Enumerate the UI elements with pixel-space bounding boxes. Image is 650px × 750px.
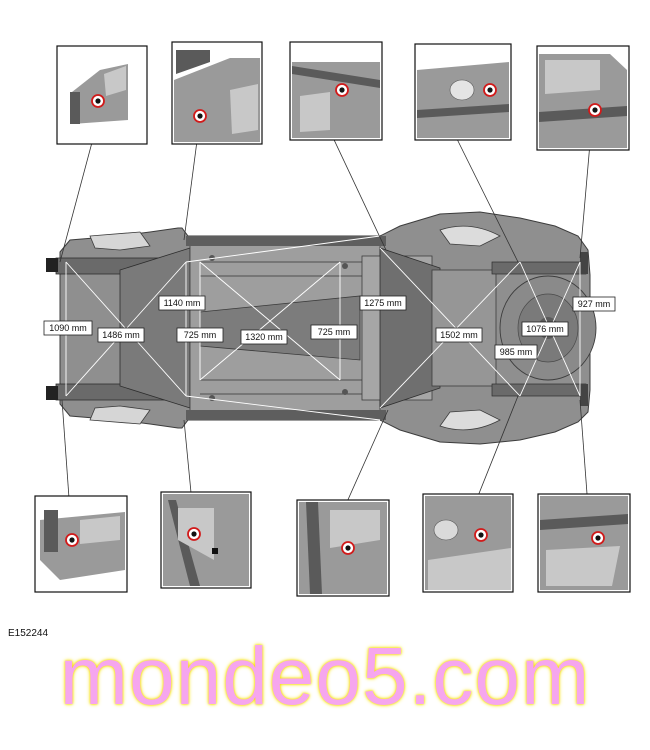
reference-hole-icon <box>588 103 602 117</box>
dimension-text: 725 mm <box>318 327 351 337</box>
dimension-label-927: 927 mm <box>572 296 616 312</box>
reference-hole-icon <box>65 533 79 547</box>
inset-front-left-floor <box>171 41 263 145</box>
inset-rear-right-rail <box>537 493 631 593</box>
reference-hole-icon <box>483 83 497 97</box>
reference-hole-icon <box>591 531 605 545</box>
reference-hole-icon <box>335 83 349 97</box>
reference-hole-icon <box>474 528 488 542</box>
dimension-label-1502: 1502 mm <box>435 327 483 343</box>
reference-hole-icon <box>193 109 207 123</box>
dimension-text: 1320 mm <box>245 332 283 342</box>
dimension-label-1486: 1486 mm <box>97 327 145 343</box>
dimension-text: 1486 mm <box>102 330 140 340</box>
figure-id: E152244 <box>8 628 49 639</box>
dimension-text: 985 mm <box>500 347 533 357</box>
reference-hole-icon <box>187 527 201 541</box>
dimension-label-1275: 1275 mm <box>359 295 407 311</box>
inset-rear-right-floor <box>422 493 514 593</box>
dimension-label-725-left: 725 mm <box>176 327 224 343</box>
dimension-label-1140: 1140 mm <box>158 295 206 311</box>
dimension-text: 725 mm <box>184 330 217 340</box>
inset-front-left-rail <box>56 45 148 145</box>
dimension-text: 1275 mm <box>364 298 402 308</box>
inset-front-right-rail <box>34 495 128 593</box>
dimension-text: 1502 mm <box>440 330 478 340</box>
dimension-text: 1076 mm <box>526 324 564 334</box>
dimension-label-1320: 1320 mm <box>240 329 288 345</box>
inset-center-left-sill <box>289 41 383 141</box>
vehicle-underbody <box>46 211 597 445</box>
dimension-label-985: 985 mm <box>494 344 538 360</box>
inset-center-right-sill <box>296 499 390 597</box>
dimension-label-725-right: 725 mm <box>310 324 358 340</box>
inset-front-right-floor <box>160 491 252 589</box>
dimension-text: 1090 mm <box>49 323 87 333</box>
dimension-labels: 1090 mm 1486 mm 1140 mm 725 mm 1320 mm 7… <box>43 295 616 360</box>
watermark-logo: mondeo5.com <box>59 631 591 722</box>
reference-hole-icon <box>341 541 355 555</box>
dimension-text: 1140 mm <box>164 298 201 308</box>
inset-rear-left-rail <box>536 45 630 151</box>
inset-rear-left-floor <box>414 43 512 141</box>
dimension-label-1090: 1090 mm <box>43 320 93 336</box>
reference-hole-icon <box>91 94 105 108</box>
dimension-text: 927 mm <box>578 299 611 309</box>
dimension-label-1076: 1076 mm <box>521 321 569 337</box>
